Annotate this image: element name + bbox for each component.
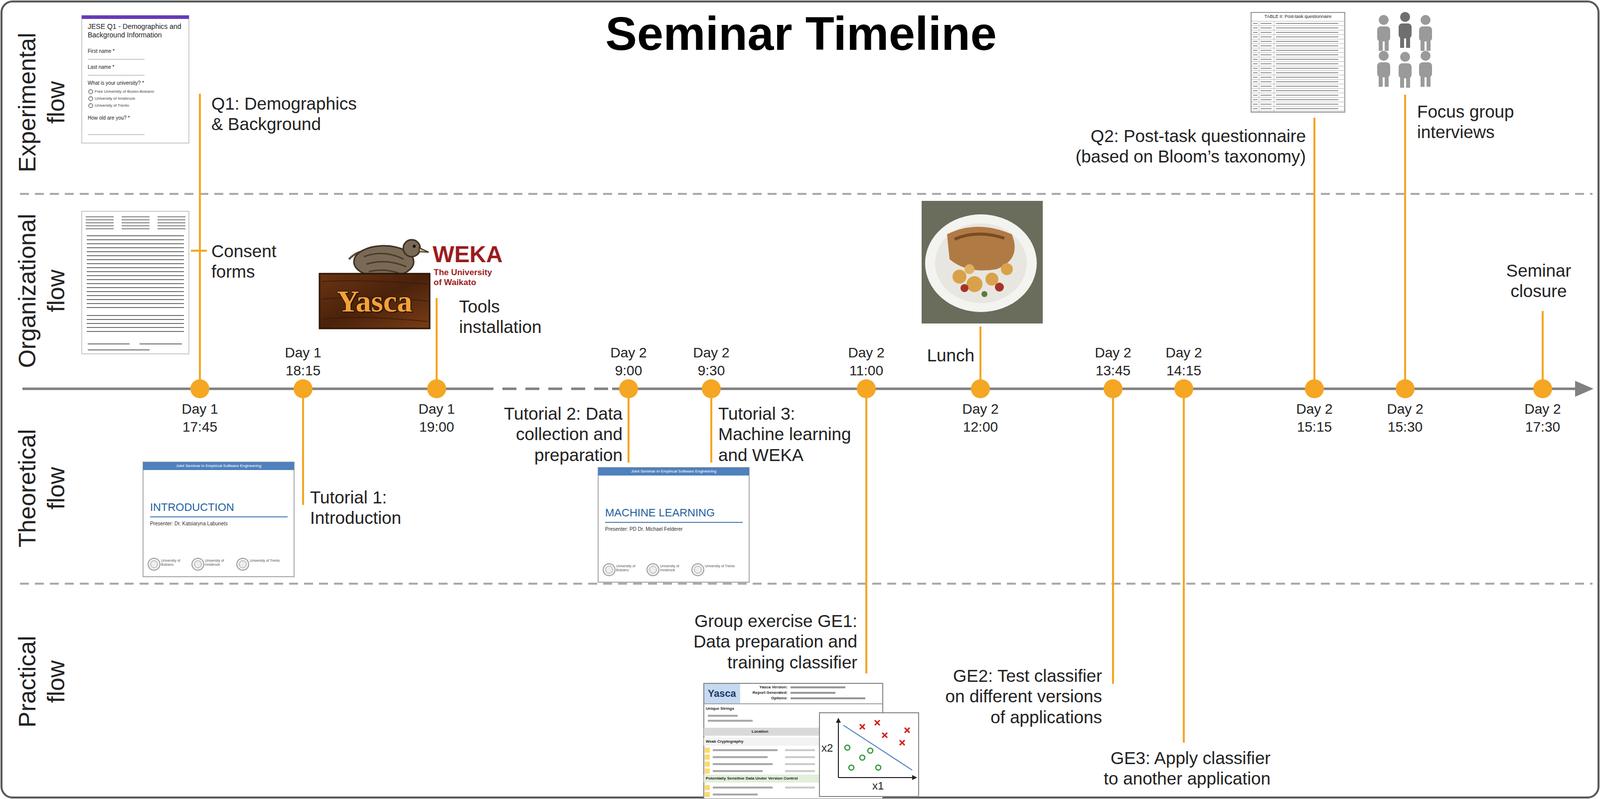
- leader-line: [190, 93, 1543, 743]
- time-label: Day 2 9:30: [690, 343, 733, 381]
- form-thumbnail: JESE Q1 - Demographics and Background In…: [81, 15, 189, 144]
- time-label: Day 1 18:15: [282, 343, 324, 381]
- timeline-dot: [190, 379, 1553, 399]
- node-text: Weak Cryptography: [705, 739, 781, 745]
- time-label: Day 1 19:00: [415, 400, 458, 437]
- node-text: University of Trento: [94, 103, 185, 109]
- node-text: University of Bolzano: [616, 564, 648, 573]
- event-label: Tools installation: [459, 296, 547, 338]
- row-separator: [19, 582, 1593, 585]
- slide-thumbnail: Joint Seminar in Empirical Software Engi…: [143, 462, 295, 577]
- node-text: MACHINE LEARNING: [605, 506, 748, 520]
- event-label: GE2: Test classifier on different versio…: [935, 665, 1103, 728]
- node-text: How old are you? *: [87, 115, 183, 122]
- node-text: Yasca Version:: [742, 684, 788, 690]
- node-text: INTRODUCTION: [150, 500, 293, 514]
- yasca-logo: Yasca: [319, 273, 430, 329]
- event-label: Group exercise GE1: Data preparation and…: [685, 610, 858, 673]
- time-label: Day 2 15:15: [1293, 400, 1336, 437]
- time-label: Day 2 12:00: [959, 400, 1002, 437]
- lunch-photo: [921, 200, 1043, 324]
- form-picture: [81, 15, 189, 144]
- node-text: The University of Waikato: [433, 267, 499, 289]
- node-text: Yasca: [707, 687, 742, 700]
- row-label: Practical flow: [12, 629, 71, 734]
- node-text: First name *: [87, 48, 183, 55]
- event-label: Seminar closure: [1502, 260, 1576, 302]
- table-picture: [1251, 12, 1345, 113]
- time-label: Day 2 15:30: [1384, 400, 1427, 437]
- report-screenshot: YascaYasca Version:Report Generated:Opti…: [703, 683, 883, 799]
- slide-picture: [598, 467, 750, 583]
- node-text: Presenter: PD Dr. Michael Felderer: [605, 526, 748, 533]
- time-label: Day 2 9:00: [607, 343, 650, 381]
- node-text: JESE Q1 - Demographics and Background In…: [87, 22, 185, 40]
- node-text: University of Innsbruck: [94, 96, 185, 102]
- people-icon: [1377, 11, 1433, 88]
- node-text: Options:: [742, 695, 788, 701]
- node-text: University of Innsbruck: [204, 558, 237, 568]
- event-label: Consent forms: [211, 240, 282, 283]
- node-text: Report Generated:: [742, 690, 788, 696]
- event-label: Lunch: [914, 344, 975, 366]
- node-text: University of Trento: [249, 558, 282, 563]
- diagram-title: Seminar Timeline: [551, 6, 1051, 61]
- yasca-logo-ground: [319, 273, 430, 329]
- time-label: Day 1 17:45: [178, 400, 221, 437]
- row-separator: [19, 192, 1593, 195]
- time-label: Day 2 11:00: [845, 343, 888, 381]
- event-label: Focus group interviews: [1417, 101, 1522, 143]
- node-text: University of Bolzano: [160, 558, 193, 568]
- node-text: Free University of Bozen-Bolzano: [94, 89, 185, 95]
- node-text: Last name *: [87, 64, 183, 71]
- table-thumbnail: TABLE II: Post-task questionnaire: [1251, 12, 1345, 113]
- event-label: Q1: Demographics & Background: [211, 93, 366, 135]
- node-text: TABLE II: Post-task questionnaire: [1251, 13, 1345, 20]
- node-text: Joint Seminar in Empirical Software Engi…: [143, 463, 295, 469]
- classifier-chart: [819, 712, 919, 797]
- axis-label: x1: [872, 779, 893, 793]
- node-text: Unique Strings: [705, 706, 766, 712]
- event-label: GE3: Apply classifier to another applica…: [1097, 747, 1271, 790]
- node-text: Yasca: [319, 282, 430, 320]
- weka-logo: WEKAThe University of Waikato: [341, 230, 507, 291]
- time-label: Day 2 13:45: [1092, 343, 1134, 381]
- time-label: Day 2 14:15: [1162, 343, 1205, 381]
- node-text: What is your university? *: [87, 80, 183, 87]
- time-label: Day 2 17:30: [1521, 400, 1564, 437]
- node-text: University of Innsbruck: [659, 564, 692, 573]
- node-text: Joint Seminar in Empirical Software Engi…: [598, 469, 750, 475]
- event-label: Tutorial 3: Machine learning and WEKA: [718, 403, 858, 466]
- axis-label: x2: [821, 741, 837, 755]
- consent-form-picture: [81, 211, 189, 354]
- row-label: Experimental flow: [12, 27, 71, 177]
- slide-thumbnail: Joint Seminar in Empirical Software Engi…: [598, 467, 750, 583]
- node-text: WEKA: [432, 240, 506, 269]
- slide-picture: [143, 462, 295, 577]
- node-text: Presenter: Dr. Katsiaryna Labunets: [150, 520, 293, 527]
- event-label: Tutorial 2: Data collection and preparat…: [497, 403, 623, 466]
- event-label: Q2: Post-task questionnaire (based on Bl…: [1069, 125, 1306, 167]
- node-text: Location: [751, 729, 792, 735]
- row-label: Organizational flow: [12, 208, 71, 373]
- node-text: University of Trento: [704, 564, 737, 569]
- node-text: Potentially Sensitive Data Under Version…: [705, 776, 820, 782]
- event-label: Tutorial 1: Introduction: [310, 486, 408, 529]
- row-label: Theoretical flow: [12, 420, 71, 556]
- timeline-axis: [22, 380, 1594, 397]
